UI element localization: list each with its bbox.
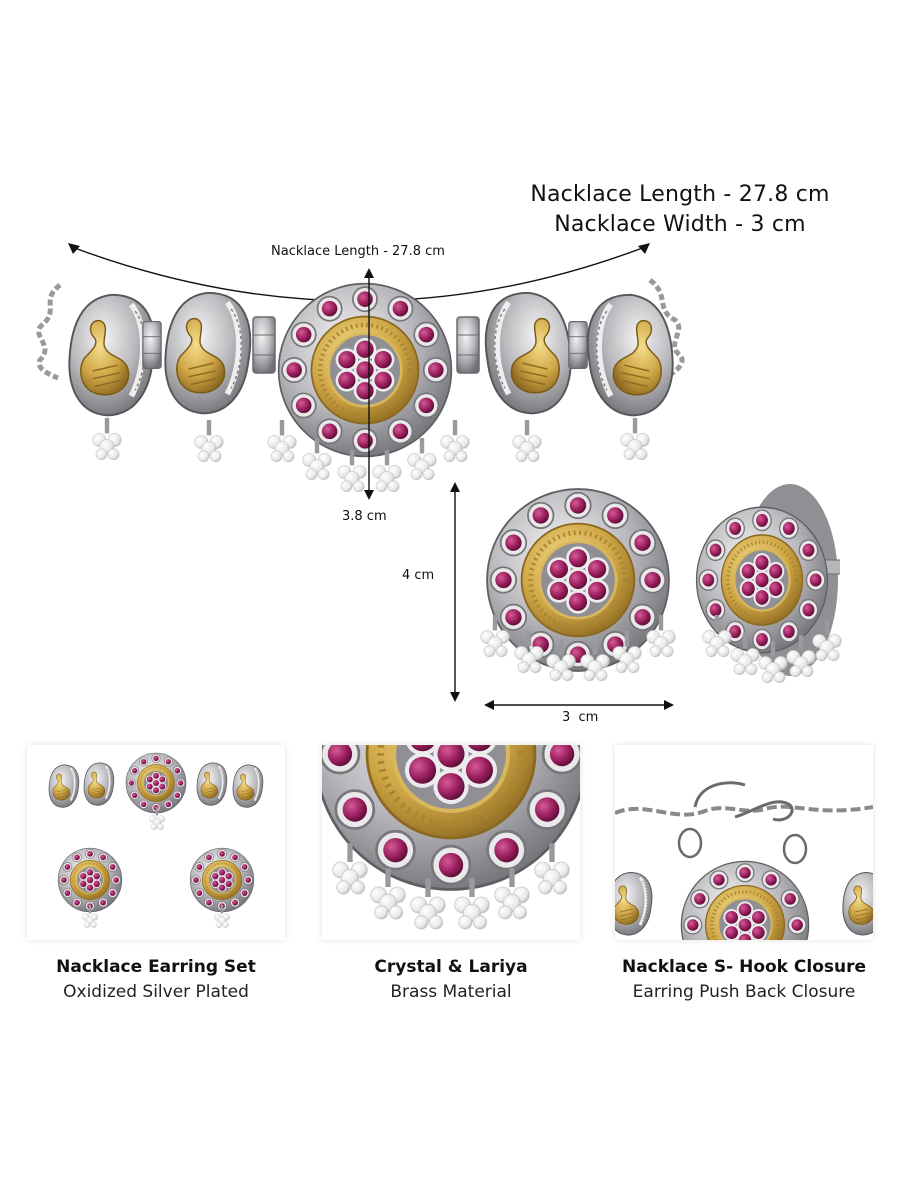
pearl-drop bbox=[90, 418, 124, 462]
right-chain bbox=[648, 278, 685, 380]
medallion-closeup-thumbnail bbox=[322, 745, 580, 940]
earring-side bbox=[690, 484, 840, 676]
earring-height-arrow bbox=[450, 482, 460, 702]
feature-title: Nacklace Earring Set bbox=[56, 957, 256, 977]
feature-title: Crystal & Lariya bbox=[374, 957, 528, 977]
left-chain bbox=[36, 283, 62, 380]
necklace-image bbox=[20, 270, 700, 500]
pearl-drop bbox=[192, 420, 226, 464]
earring-width-arrow bbox=[484, 700, 674, 710]
pearl-drop bbox=[510, 420, 544, 464]
feature-subtitle: Oxidized Silver Plated bbox=[63, 982, 249, 1002]
earring-front-pearls bbox=[480, 615, 676, 682]
feature-subtitle: Brass Material bbox=[390, 982, 512, 1002]
feature-caption-1: Nacklace Earring Set Oxidized Silver Pla… bbox=[6, 955, 306, 1005]
pearl-drop bbox=[300, 438, 334, 482]
swan-motif-2 bbox=[158, 288, 258, 423]
necklace-length-spec: Nacklace Length - 27.8 cm bbox=[530, 182, 830, 207]
feature-subtitle: Earring Push Back Closure bbox=[632, 982, 856, 1002]
earring-height-label: 4 cm bbox=[402, 568, 435, 583]
swan-motif-4 bbox=[580, 290, 680, 425]
spec-heading: Nacklace Length - 27.8 cm Nacklace Width… bbox=[500, 180, 860, 240]
feature-title: Nacklace S- Hook Closure bbox=[621, 957, 867, 977]
earring-width-label: 3 cm bbox=[562, 710, 599, 725]
s-hook-closure-thumbnail bbox=[615, 745, 873, 940]
pearl-drop bbox=[438, 420, 472, 464]
arc-length-label: Nacklace Length - 27.8 cm bbox=[271, 244, 445, 259]
necklace-earring-set-thumbnail bbox=[27, 745, 285, 940]
feature-caption-2: Crystal & Lariya Brass Material bbox=[301, 955, 601, 1005]
feature-caption-3: Nacklace S- Hook Closure Earring Push Ba… bbox=[594, 955, 894, 1005]
pearl-drop bbox=[265, 420, 299, 464]
necklace-width-spec: Nacklace Width - 3 cm bbox=[554, 212, 806, 237]
pearl-drop bbox=[618, 418, 652, 462]
necklace-height-arrow bbox=[364, 268, 374, 500]
necklace-height-label: 3.8 cm bbox=[342, 509, 387, 524]
pearl-drop bbox=[405, 438, 439, 482]
hinge-3 bbox=[456, 315, 480, 375]
earring-side-pearls bbox=[702, 615, 842, 684]
swan-motif-3 bbox=[478, 288, 578, 423]
